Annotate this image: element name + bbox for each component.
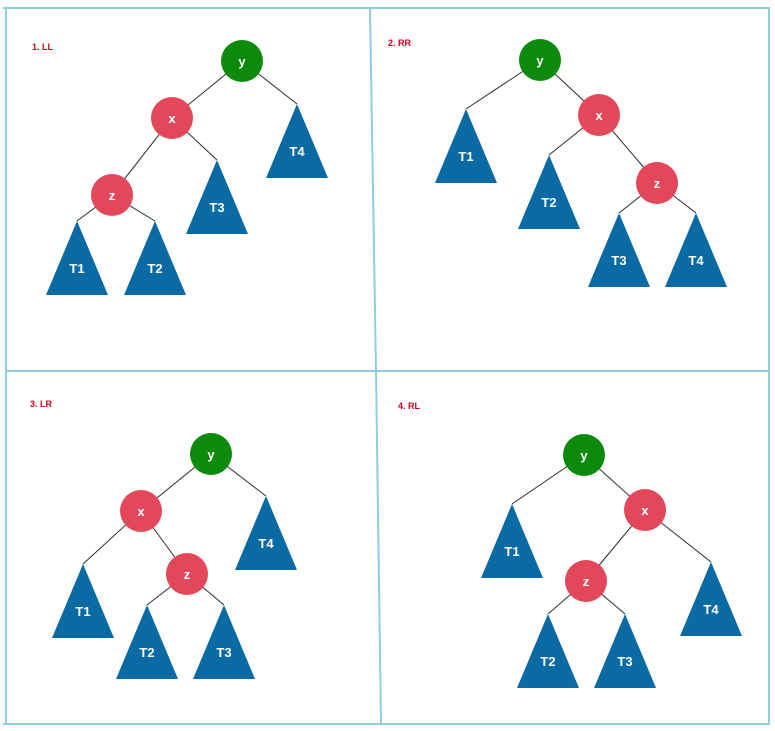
subtree-t4-triangle [680, 562, 742, 636]
subtree-t4-label: T4 [703, 602, 719, 617]
node-x-label: x [641, 503, 649, 518]
border-middle-vertical-top [369, 7, 377, 372]
node-x-label: x [168, 111, 176, 126]
node-z-circle [166, 553, 208, 595]
subtree-t1-label: T1 [458, 149, 473, 164]
node-x-circle [578, 94, 620, 136]
subtree-t1-triangle [46, 221, 108, 295]
subtree-t1-triangle [52, 564, 114, 638]
subtree-t2-triangle [517, 614, 579, 688]
panel-borders [3, 7, 770, 725]
node-z-label: z [654, 176, 661, 191]
node-z-circle [565, 560, 607, 602]
subtree-t2-triangle [518, 155, 580, 229]
panel-label: 3. LR [30, 399, 53, 409]
node-x-circle [151, 97, 193, 139]
node-x-label: x [595, 108, 603, 123]
subtree-t4-triangle [235, 496, 297, 570]
subtree-t2-label: T2 [541, 195, 556, 210]
subtree-t3-triangle [594, 614, 656, 688]
panel-label: 1. LL [32, 42, 54, 52]
node-z-label: z [184, 567, 191, 582]
subtree-t2-label: T2 [147, 261, 162, 276]
node-z-circle [636, 162, 678, 204]
node-y-circle [519, 39, 561, 81]
subtree-t3-triangle [588, 213, 650, 287]
panel-label: 4. RL [398, 401, 421, 411]
subtree-t4-label: T4 [258, 536, 274, 551]
subtree-t1-triangle [435, 109, 497, 183]
node-z-circle [91, 174, 133, 216]
node-y-label: y [238, 54, 246, 69]
node-z-label: z [583, 574, 590, 589]
subtree-t2-triangle [116, 605, 178, 679]
node-y-label: y [536, 53, 544, 68]
subtree-t1-triangle [481, 504, 543, 578]
node-y-circle [563, 434, 605, 476]
subtree-t1-label: T1 [504, 544, 519, 559]
node-x-circle [624, 489, 666, 531]
subtree-t3-triangle [186, 160, 248, 234]
node-z-label: z [109, 188, 116, 203]
node-x-circle [120, 490, 162, 532]
subtree-t2-label: T2 [139, 645, 154, 660]
panel-label: 2. RR [388, 38, 412, 48]
subtree-t4-triangle [665, 213, 727, 287]
border-middle-vertical-bottom [375, 370, 382, 725]
node-y-label: y [207, 447, 215, 462]
node-x-label: x [137, 504, 145, 519]
panel-1: 1. LL T1 T2 T3 T4 y x z [32, 40, 328, 295]
subtree-t3-label: T3 [216, 645, 231, 660]
subtree-t4-triangle [266, 104, 328, 178]
subtree-t1-label: T1 [69, 261, 84, 276]
node-y-label: y [580, 448, 588, 463]
subtree-t3-label: T3 [617, 654, 632, 669]
subtree-t1-label: T1 [75, 604, 90, 619]
subtree-t3-triangle [193, 605, 255, 679]
subtree-t3-label: T3 [209, 200, 224, 215]
subtree-t4-label: T4 [688, 253, 704, 268]
subtree-t2-label: T2 [540, 654, 555, 669]
subtree-t4-label: T4 [289, 144, 305, 159]
node-y-circle [190, 433, 232, 475]
subtree-t2-triangle [124, 221, 186, 295]
node-y-circle [221, 40, 263, 82]
subtree-t3-label: T3 [611, 253, 626, 268]
